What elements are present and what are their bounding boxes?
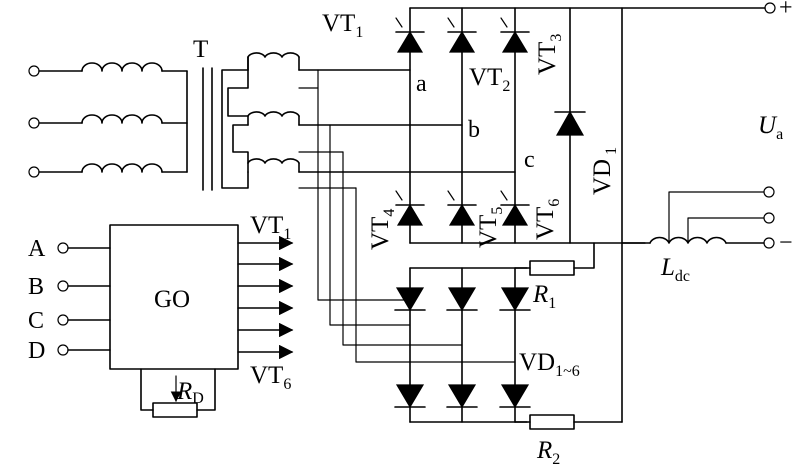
rd-label: R	[176, 378, 192, 405]
primary-input-a	[28, 62, 188, 77]
r1-label: R	[532, 281, 548, 308]
r2-label: R	[536, 437, 552, 464]
vt5-label: VT	[475, 215, 502, 248]
positive-label: +	[779, 0, 793, 21]
output-terminals: + − Ua Ldc	[621, 0, 793, 285]
bridge-diode-lower-2	[446, 384, 478, 409]
svg-text:VT2: VT2	[469, 64, 510, 95]
svg-text:VT3: VT3	[534, 34, 565, 75]
svg-text:Ldc: Ldc	[660, 254, 690, 285]
resistor-r2	[529, 414, 575, 430]
go-box	[109, 224, 239, 370]
primary-input-b	[28, 114, 188, 129]
vt2-label: VT	[469, 64, 502, 91]
negative-label: −	[779, 230, 793, 256]
diode-vd1	[554, 110, 586, 136]
go-input-d-label: D	[28, 338, 45, 364]
svg-text:Ua: Ua	[758, 112, 783, 143]
secondary-windings	[221, 52, 516, 363]
thyristor-bridge	[395, 7, 766, 423]
vt4-label: VT	[367, 217, 394, 250]
primary-coil-b	[81, 114, 163, 124]
resistor-rd	[152, 402, 198, 418]
bridge-diode-upper-3	[499, 287, 531, 312]
go-input-a-label: A	[28, 236, 46, 262]
go-input-c-terminal[interactable]	[57, 314, 69, 326]
thyristor-vt2	[447, 17, 477, 53]
thyristor-vt5	[447, 190, 477, 226]
diode-bridge: R1 R2 VD1~6	[394, 242, 623, 467]
terminal-positive[interactable]	[764, 2, 776, 14]
svg-text:R2: R2	[536, 437, 560, 467]
go-output-last-label: VT	[250, 362, 283, 389]
primary-coil-a	[81, 62, 163, 72]
node-c-label: c	[524, 147, 535, 173]
go-output-first-label: VT	[250, 212, 283, 239]
bridge-diode-upper-1	[394, 287, 426, 312]
primary-coil-c	[81, 163, 163, 173]
bridge-diode-lower-3	[499, 384, 531, 409]
bridge-diode-upper-2	[446, 287, 478, 312]
go-input-b-label: B	[28, 274, 44, 300]
terminal-a	[28, 65, 40, 77]
terminal-tap-2[interactable]	[763, 212, 775, 224]
svg-text:VT1: VT1	[250, 212, 291, 243]
vd1-label: VD	[589, 159, 616, 195]
vt6-label: VT	[532, 207, 559, 240]
go-control-block: GO A B C D VT1 VT6 RD	[28, 212, 294, 418]
svg-text:VT6: VT6	[250, 362, 291, 393]
node-b-label: b	[468, 117, 480, 143]
secondary-coil-b	[247, 111, 300, 117]
terminal-negative[interactable]	[763, 237, 775, 249]
go-label: GO	[154, 286, 190, 313]
inductor-label: L	[660, 254, 675, 281]
secondary-coil-a	[247, 52, 300, 58]
thyristor-vt6	[500, 190, 530, 226]
bridge-diode-lower-1	[394, 384, 426, 409]
node-a-label: a	[416, 71, 427, 97]
resistor-r1	[529, 260, 575, 276]
output-voltage-label: U	[758, 112, 778, 139]
go-input-c-label: C	[28, 308, 44, 334]
go-input-b-terminal[interactable]	[57, 280, 69, 292]
transformer-label: T	[193, 36, 208, 63]
thyristor-vt1	[395, 17, 425, 53]
svg-text:VT4: VT4	[367, 209, 398, 250]
go-input-a-terminal[interactable]	[57, 242, 69, 254]
svg-text:VT1: VT1	[322, 10, 363, 41]
vt3-label: VT	[534, 42, 561, 75]
go-input-d-terminal[interactable]	[57, 344, 69, 356]
vd-bridge-label: VD	[519, 349, 555, 376]
svg-text:VD1: VD1	[589, 147, 620, 195]
terminal-c	[28, 166, 40, 178]
svg-text:VT5: VT5	[475, 207, 506, 248]
primary-input-c	[28, 163, 188, 178]
thyristor-vt4	[395, 190, 425, 226]
thyristor-vt3	[500, 17, 530, 53]
vt1-label: VT	[322, 10, 355, 37]
svg-text:R1: R1	[532, 281, 556, 312]
svg-text:RD: RD	[176, 378, 204, 407]
svg-text:VD1~6: VD1~6	[519, 349, 580, 380]
svg-text:VT6: VT6	[532, 199, 563, 240]
secondary-coil-c	[247, 158, 300, 164]
terminal-tap-1[interactable]	[763, 186, 775, 198]
terminal-b	[28, 117, 40, 129]
